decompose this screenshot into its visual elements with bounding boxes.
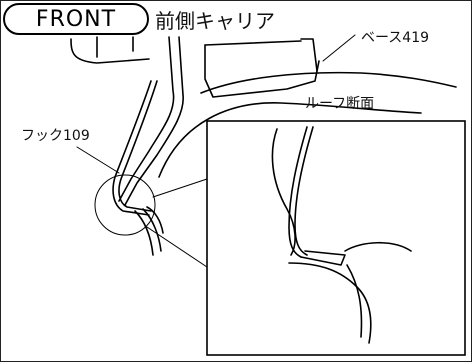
roof-upper-curve [200,71,457,94]
carrier-arm-outer [118,36,175,202]
magnify-line-top [152,178,208,198]
hook-tail-3 [146,206,164,234]
diagram-title: 前側キャリア [155,9,275,33]
base-block [204,44,320,98]
overview-drawing [70,34,457,268]
detail-inset [206,120,466,356]
base-leader [322,34,356,62]
inset-wire-1 [288,126,308,258]
inset-wire-2 [294,126,314,256]
carrier-arm-inner [124,36,184,206]
inset-drawing [271,126,412,344]
inset-upper-curve [344,241,412,252]
inset-frame [206,120,466,356]
hook-tail-1 [134,210,154,256]
hook-leader [76,146,120,174]
inset-hook-foot [300,250,346,266]
roof-section-callout: ルーフ断面 [305,96,375,112]
hook-wire-2 [118,80,158,212]
inset-tail [346,264,363,338]
front-badge-text: FRONT [35,6,117,32]
base-tab [300,38,318,72]
base-callout: ベース419 [361,30,430,46]
roof-lower-curve [158,102,422,178]
magnify-circle [94,174,156,236]
base-top [204,40,302,46]
front-badge: FRONT [3,3,149,35]
bracket-outline [70,38,150,64]
hook-tail-2 [142,208,162,252]
inset-arm-outer [271,128,296,256]
hook-callout: フック109 [21,128,90,144]
magnify-line-bottom [146,226,208,268]
